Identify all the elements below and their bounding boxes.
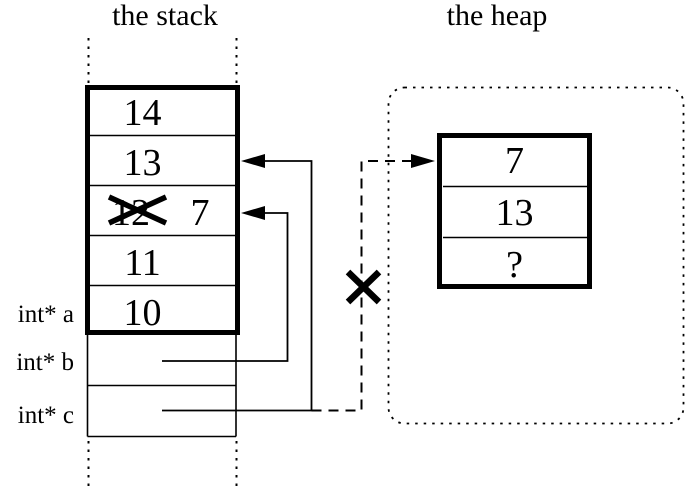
- stack-frame-dividers: [90, 134, 235, 287]
- pointer-c-arrow: [162, 154, 313, 412]
- variable-label-b: int* b: [16, 349, 74, 376]
- stack-cell-value-13: 13: [123, 142, 162, 184]
- pointer-b-arrow: [162, 206, 289, 362]
- stack-region-title: the stack: [112, 0, 218, 32]
- dangling-pointer-arrowhead-icon: [411, 154, 435, 168]
- heap-cell-value-13: 13: [495, 192, 534, 234]
- stack-cell-value-11: 11: [124, 242, 161, 284]
- stack-cell-new-value-7: 7: [190, 192, 210, 234]
- stack-pointer-rows: [86, 335, 237, 438]
- heap-cell-value-7: 7: [505, 140, 524, 182]
- variable-label-c: int* c: [17, 402, 74, 429]
- pointer-b-arrowhead-icon: [241, 206, 265, 220]
- heap-region-dotted-border: [387, 86, 685, 425]
- severed-pointer-cross-icon: [345, 269, 382, 305]
- stack-cell-value-10: 10: [123, 292, 162, 334]
- pointer-c-arrowhead-icon: [241, 154, 265, 168]
- heap-block-box: [437, 133, 592, 289]
- crossed-out-value-icon: [107, 194, 168, 226]
- variable-label-a: int* a: [17, 301, 74, 328]
- stack-cell-value-14: 14: [123, 92, 162, 134]
- stack-frame-box: [85, 85, 240, 335]
- heap-region-title: the heap: [446, 0, 548, 32]
- heap-block-dividers: [443, 185, 587, 239]
- dangling-pointer-dashed-arrow: [311, 154, 435, 412]
- heap-cell-value-unknown: ?: [506, 244, 523, 286]
- stack-cell-old-value-12: 12: [112, 192, 150, 234]
